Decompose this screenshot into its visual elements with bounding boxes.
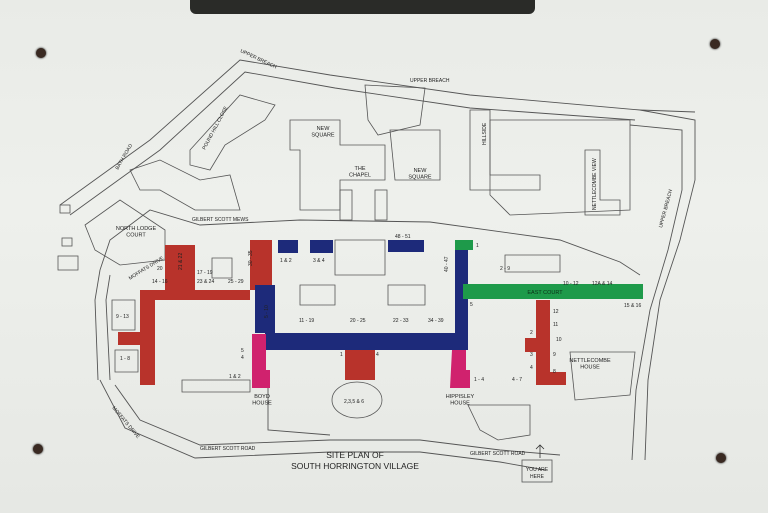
you-are-here-marker: YOU ARE HERE xyxy=(526,444,549,480)
unit-20: 20 xyxy=(157,266,163,272)
unit-4c: 4 xyxy=(376,352,379,358)
unit-10-12: 10 - 12 xyxy=(563,281,579,287)
unit-34-39: 34 - 39 xyxy=(428,318,444,324)
unit-12a-14: 12A & 14 xyxy=(592,281,613,287)
unit-3-4: 3 & 4 xyxy=(313,258,325,264)
unit-4b: 4 xyxy=(241,355,244,361)
unit-9-13: 9 - 13 xyxy=(116,314,129,320)
road-label-upper-breach-3: UPPER BREACH xyxy=(658,188,674,228)
red-buildings xyxy=(118,240,566,385)
unit-2-9: 2 - 9 xyxy=(500,266,510,272)
unit-25-29: 25 - 29 xyxy=(228,279,244,285)
magenta-buildings xyxy=(252,334,470,388)
you-are-here-line-1: YOU ARE xyxy=(526,467,549,473)
road-label-hillside: HILLSIDE xyxy=(482,122,488,145)
road-labels: UPPER BREACH UPPER BREACH UPPER BREACH B… xyxy=(110,48,674,457)
blue-buildings xyxy=(255,240,468,350)
unit-22-33: 22 - 33 xyxy=(393,318,409,324)
bolt-bottom-right xyxy=(716,453,726,463)
unit-1-8: 1 - 8 xyxy=(120,356,130,362)
unit-20-25: 20 - 25 xyxy=(350,318,366,324)
unit-235-6: 2,3,5 & 6 xyxy=(344,399,364,405)
unit-1-2b: 1 & 2 xyxy=(229,374,241,380)
new-square-1-line: NEW xyxy=(317,126,331,132)
unit-11-19: 11 - 19 xyxy=(299,318,314,324)
road-label-pound-hill-close: POUND HILL CLOSE xyxy=(201,105,229,151)
label-continuation-line: HOUSE xyxy=(450,401,470,407)
unit-3: 3 xyxy=(530,352,533,358)
road-label-gilbert-scott-road-2: GILBERT SCOTT ROAD xyxy=(470,451,526,457)
unit-1-4: 1 - 4 xyxy=(474,377,484,383)
label-continuation-line: HOUSE xyxy=(252,401,272,407)
mount-shadow xyxy=(190,0,535,14)
unit-23-24: 23 & 24 xyxy=(197,279,214,285)
unit-1-2a: 1 & 2 xyxy=(280,258,292,264)
unit-10: 10 xyxy=(556,337,562,343)
roads xyxy=(59,59,696,471)
unit-9: 9 xyxy=(553,352,556,358)
unit-1g: 1 xyxy=(476,243,479,249)
road-label-upper-breach-1: UPPER BREACH xyxy=(239,48,278,70)
map-title: SITE PLAN OF SOUTH HORRINGTON VILLAGE xyxy=(291,450,419,471)
label-continuation-line: SQUARE xyxy=(311,133,335,139)
unit-48-51: 48 - 51 xyxy=(395,234,411,240)
bolt-bottom-left xyxy=(33,444,43,454)
unit-2: 2 xyxy=(530,330,533,336)
unit-12: 12 xyxy=(553,309,559,315)
road-label-gilbert-scott-road-1: GILBERT SCOTT ROAD xyxy=(200,446,256,452)
unit-5b: 5 xyxy=(241,348,244,354)
label-continuation-line: HOUSE xyxy=(580,365,600,371)
label-continuation-line: SQUARE xyxy=(408,175,432,181)
unit-5: 5 xyxy=(470,302,473,308)
unit-4-7: 4 - 7 xyxy=(512,377,522,383)
you-are-here-line-2: HERE xyxy=(530,474,545,480)
unit-4: 4 xyxy=(530,365,533,371)
unit-1c: 1 xyxy=(340,352,343,358)
unit-40-47: 40 - 47 xyxy=(444,256,450,272)
unit-17-19: 17 - 19 xyxy=(197,270,213,276)
outline-buildings xyxy=(57,84,636,483)
place-label-east-court: EAST COURT xyxy=(527,290,563,296)
label-continuation-line: CHAPEL xyxy=(349,173,371,179)
road-label-nettlecombe-view: NETTLECOMBE VIEW xyxy=(592,158,598,210)
unit-11: 11 xyxy=(553,322,558,328)
bolt-top-right xyxy=(710,39,720,49)
road-label-gilbert-scott-mews: GILBERT SCOTT MEWS xyxy=(192,217,249,223)
road-label-bath-road: BATH ROAD xyxy=(115,143,135,171)
unit-14-16: 14 - 16 xyxy=(152,279,168,285)
unit-30-35: 30 - 35 xyxy=(248,250,254,266)
title-line-1: SITE PLAN OF xyxy=(326,450,384,460)
label-continuation-line: COURT xyxy=(126,233,146,239)
bolt-top-left xyxy=(36,48,46,58)
road-label-upper-breach-2: UPPER BREACH xyxy=(410,78,450,84)
unit-numbers: 20 21 & 22 17 - 19 23 & 24 14 - 16 25 - … xyxy=(116,234,641,405)
title-line-2: SOUTH HORRINGTON VILLAGE xyxy=(291,461,419,471)
unit-5-10: 5 - 10 xyxy=(264,305,270,318)
unit-8: 8 xyxy=(553,369,556,375)
unit-21-22: 21 & 22 xyxy=(178,253,184,270)
green-buildings xyxy=(455,240,643,299)
unit-15-16: 15 & 16 xyxy=(624,303,641,309)
road-label-moffats-drive-2: MOFFATS DRIVE xyxy=(110,405,141,440)
